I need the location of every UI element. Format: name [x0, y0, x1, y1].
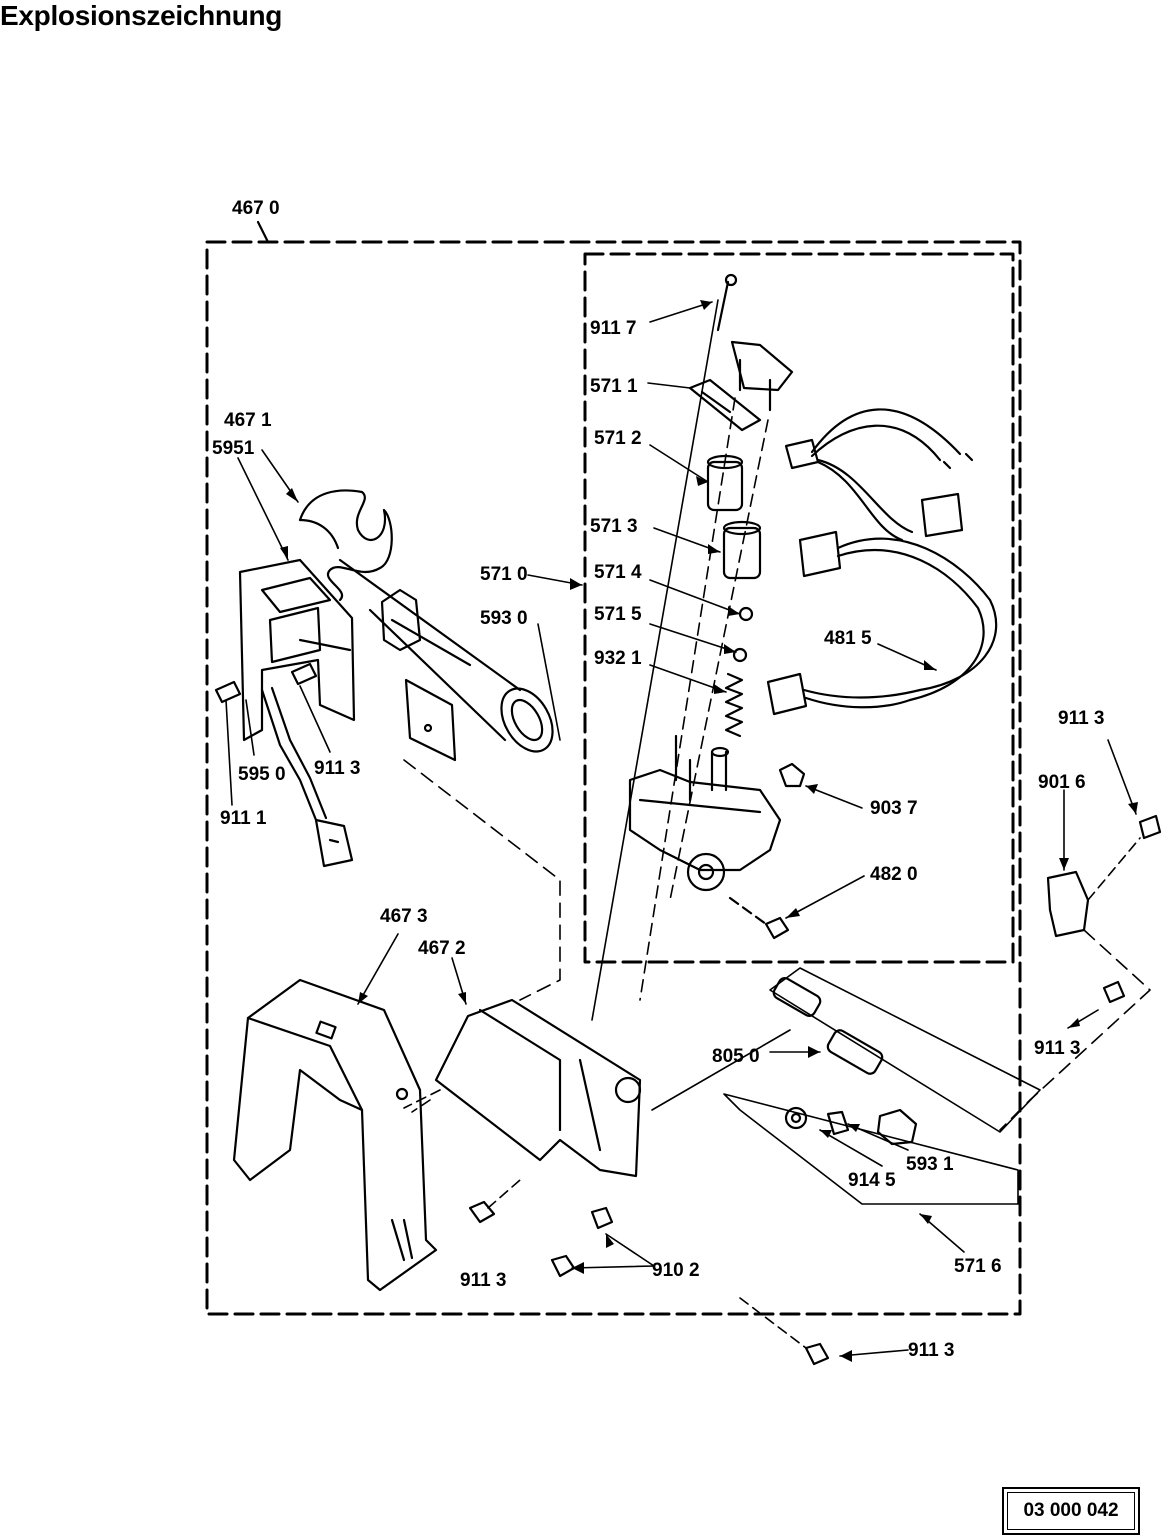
label-5714: 571 4	[594, 562, 642, 583]
part-labels: 467 0 467 1 5951 595 0 911 1 911 3 571 0…	[212, 198, 1105, 1361]
leader-4670	[256, 220, 270, 244]
page-title: Explosionszeichnung	[0, 0, 283, 31]
label-5716: 571 6	[954, 1256, 1002, 1277]
label-8050: 805 0	[712, 1046, 760, 1067]
label-5710: 571 0	[480, 564, 528, 585]
label-9113-e: 911 3	[908, 1340, 955, 1361]
column-assembly	[214, 489, 554, 868]
label-9037: 903 7	[870, 798, 918, 819]
right-clip	[999, 837, 1151, 1131]
assembly-frame-outer	[205, 240, 1022, 1316]
label-9117: 911 7	[590, 318, 637, 339]
leader-lines	[225, 301, 1137, 1357]
label-4815: 481 5	[824, 628, 872, 649]
arrowheads	[280, 300, 1138, 1362]
label-9016: 901 6	[1038, 772, 1086, 793]
label-5713: 571 3	[590, 516, 638, 537]
label-5711: 571 1	[590, 376, 638, 397]
label-9102: 910 2	[652, 1260, 700, 1281]
mounting-plate	[403, 759, 642, 1178]
label-9113-c: 911 3	[1034, 1038, 1081, 1059]
label-5930: 593 0	[480, 608, 528, 629]
label-9145: 914 5	[848, 1170, 896, 1191]
document-number-box: 03 000 042	[1002, 1487, 1140, 1535]
label-4671: 467 1	[224, 410, 272, 431]
label-9321: 932 1	[594, 648, 642, 669]
label-5931: 593 1	[906, 1154, 954, 1175]
assembly-frame-inner	[583, 252, 1015, 964]
document-number: 03 000 042	[1007, 1492, 1135, 1530]
wiring-harness	[766, 408, 998, 716]
label-5712: 571 2	[594, 428, 642, 449]
label-5715: 571 5	[594, 604, 642, 625]
screws	[468, 814, 1162, 1366]
lower-bracket	[232, 978, 438, 1292]
label-9113-b: 911 3	[1058, 708, 1105, 729]
label-5951: 5951	[212, 438, 255, 459]
label-4673: 467 3	[380, 906, 428, 927]
label-9111: 911 1	[220, 808, 267, 829]
label-9113-a: 911 3	[314, 758, 361, 779]
label-9113-d: 911 3	[460, 1270, 507, 1291]
ignition-lock-assembly	[591, 273, 806, 1021]
label-4820: 482 0	[870, 864, 918, 885]
lamp-group	[651, 967, 1041, 1205]
label-4670: 467 0	[232, 198, 280, 219]
label-5950: 595 0	[238, 764, 286, 785]
label-4672: 467 2	[418, 938, 466, 959]
